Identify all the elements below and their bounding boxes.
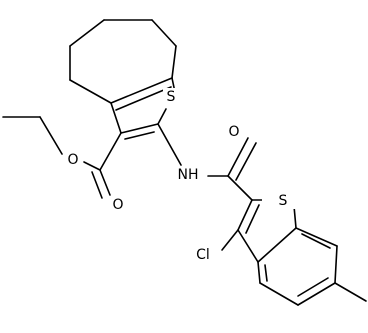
bond (91, 171, 103, 199)
bond (297, 282, 336, 306)
substituents (221, 229, 367, 302)
nh-label: NH (178, 167, 199, 183)
bond (227, 175, 253, 201)
bond (83, 161, 101, 171)
bond (334, 245, 338, 284)
bond (257, 227, 297, 263)
bond (295, 227, 338, 247)
bond (110, 102, 122, 134)
bond (69, 79, 112, 104)
sulfur-label-thiophene: S (167, 89, 176, 105)
bond (237, 199, 253, 231)
label-bg (110, 196, 126, 214)
bond (221, 229, 239, 251)
thiophene-ring (110, 77, 177, 140)
bond (227, 137, 249, 177)
label-bg (191, 246, 215, 264)
bond (151, 19, 177, 47)
cycloheptane-ring (69, 19, 177, 104)
label-bg (170, 166, 206, 184)
bond (110, 77, 173, 104)
bond (301, 233, 331, 249)
bond (259, 282, 299, 306)
bond (69, 19, 105, 47)
sulfur-label-benzothiophene: S (279, 193, 288, 209)
label-bg (226, 123, 242, 141)
bond (171, 45, 177, 79)
oxygen-label-amide: O (228, 124, 239, 140)
bond (264, 264, 268, 282)
label-bg (65, 151, 81, 169)
benzothiophene-ring (237, 199, 338, 306)
bond (157, 123, 182, 166)
bond (99, 132, 122, 171)
bond (124, 131, 155, 140)
label-bg (163, 88, 179, 106)
ethyl-ester-group (2, 116, 122, 199)
label-bg (262, 193, 296, 209)
bond (115, 86, 172, 111)
bond (297, 277, 329, 297)
bond (245, 204, 260, 234)
bond (334, 282, 367, 302)
bond (99, 169, 111, 196)
oxygen-label-ester-carbonyl: O (112, 197, 123, 213)
bond (235, 142, 257, 181)
bond (120, 123, 159, 134)
atom-labels: S O O NH O S Cl (65, 88, 296, 264)
bond (39, 116, 63, 155)
bond (293, 205, 297, 229)
bond (157, 108, 167, 125)
amide-linker (157, 123, 257, 201)
oxygen-label-ester-ether: O (67, 152, 78, 168)
chlorine-label: Cl (196, 247, 210, 263)
bond (237, 229, 259, 263)
bond (257, 261, 261, 284)
